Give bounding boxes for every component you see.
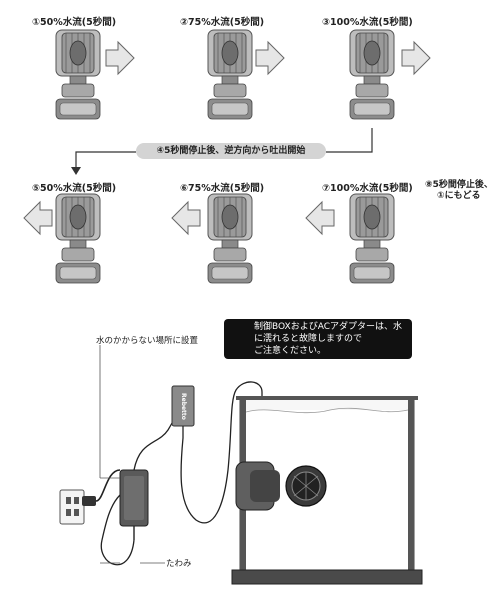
pump-step5: [55, 193, 101, 284]
arrow-right-step2: [255, 41, 285, 75]
step4-label: ④5秒間停止後、逆方向から吐出開始: [136, 143, 326, 159]
arrow-left-step5: [23, 201, 53, 235]
pump-cable: [180, 381, 263, 524]
slack-note: たわみ: [166, 559, 192, 569]
step7-label: ⑦100%水流(5秒間): [322, 183, 413, 194]
step8-line1: ⑧5秒間停止後、: [425, 180, 493, 190]
warning-line2: ご注意ください。: [254, 346, 327, 356]
flow-line-left: [75, 151, 136, 168]
step6-label: ⑥75%水流(5秒間): [180, 183, 265, 194]
arrow-right-step3: [401, 41, 431, 75]
pump-step7: [349, 193, 395, 284]
flow-arrowhead: [71, 167, 81, 175]
flow-line-right: [326, 128, 373, 153]
control-box: [171, 385, 195, 438]
arrow-left-step7: [305, 201, 335, 235]
pump-step6: [207, 193, 253, 284]
step8-label: ⑧5秒間停止後、 ①にもどる: [425, 180, 493, 202]
step5-label: ⑤50%水流(5秒間): [32, 183, 117, 194]
install-note: 水のかからない場所に設置: [96, 336, 199, 346]
arrow-left-step6: [171, 201, 201, 235]
pump-step2: [207, 29, 253, 120]
power-plug: [82, 469, 121, 506]
tank-pump: [235, 461, 327, 511]
warning-box: 制御BOXおよびACアダプターは、水に濡れると故障しますので ご注意ください。: [224, 319, 412, 359]
pump-step1: [55, 29, 101, 120]
warning-line1: 制御BOXおよびACアダプターは、水に濡れると故障しますので: [254, 322, 402, 344]
step8-line2: ①にもどる: [437, 191, 481, 201]
ac-adapter: [119, 469, 149, 540]
arrow-right-step1: [105, 41, 135, 75]
wall-outlet: [59, 489, 85, 525]
step2-label: ②75%水流(5秒間): [180, 17, 265, 28]
adapter-cable: [100, 494, 135, 566]
aquarium-tank: [231, 396, 423, 585]
pump-step3: [349, 29, 395, 120]
control-box-brand: Rebetto: [180, 392, 187, 420]
step1-label: ①50%水流(5秒間): [32, 17, 117, 28]
step3-label: ③100%水流(5秒間): [322, 17, 413, 28]
